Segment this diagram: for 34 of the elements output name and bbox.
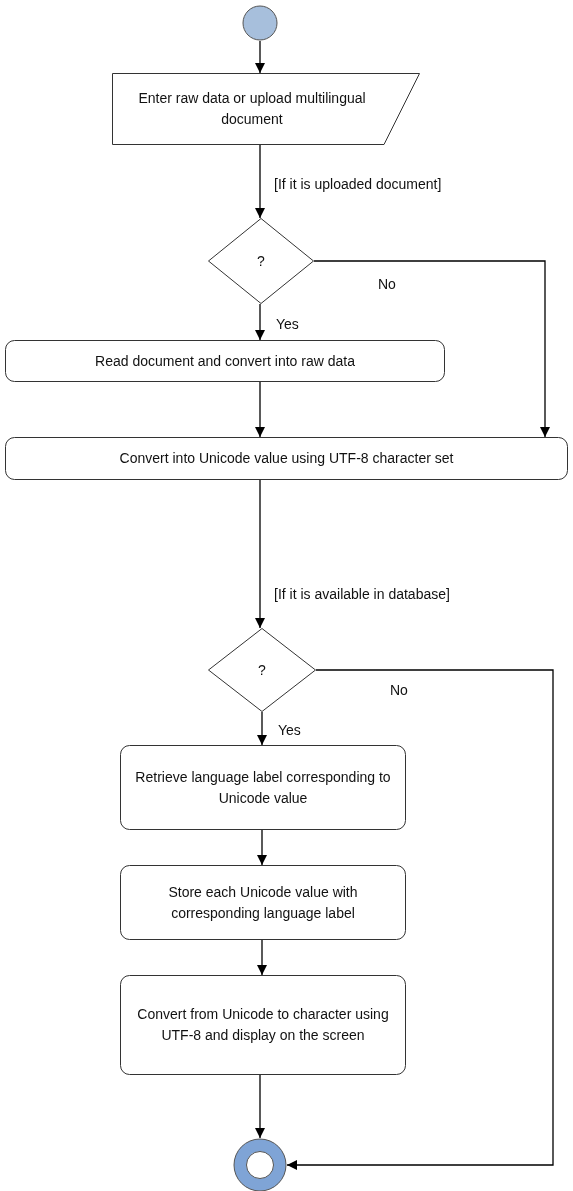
arrow xyxy=(255,1074,265,1139)
arrow xyxy=(257,829,267,866)
edge-label: No xyxy=(378,276,396,292)
arrow xyxy=(313,260,550,438)
step-text: Convert from Unicode to character using UTF-8 and display on the screen xyxy=(136,1005,390,1045)
arrow xyxy=(255,40,265,74)
process-box xyxy=(120,865,406,940)
arrow xyxy=(255,303,265,341)
decision-diamond xyxy=(208,218,314,304)
input-parallelogram xyxy=(112,73,420,145)
edge-label: Yes xyxy=(278,722,301,738)
edge-label: Yes xyxy=(276,316,299,332)
arrow xyxy=(255,381,265,438)
step-text: Retrieve language label corresponding to Unicode value xyxy=(134,767,392,808)
step-text: Read document and convert into raw data xyxy=(94,351,356,371)
decision-label: ? xyxy=(257,660,267,680)
edge-label: No xyxy=(390,682,408,698)
arrow xyxy=(257,939,267,976)
decision-label: ? xyxy=(256,251,266,271)
process-box xyxy=(120,975,406,1075)
process-box xyxy=(120,745,406,830)
decision-diamond xyxy=(208,628,316,712)
process-box xyxy=(5,340,445,382)
step-text: Enter raw data or upload multilingual document xyxy=(137,89,367,129)
start-circle xyxy=(242,5,278,41)
edge-label: [If it is available in database] xyxy=(274,586,450,602)
step-text: Convert into Unicode value using UTF-8 character set xyxy=(118,449,455,468)
arrow xyxy=(257,711,267,746)
step-text: Store each Unicode value with corresponding language label xyxy=(167,882,359,923)
arrow xyxy=(286,669,554,1170)
edge-label: [If it is uploaded document] xyxy=(274,176,442,192)
arrow xyxy=(255,144,265,219)
arrow xyxy=(255,479,265,629)
process-box xyxy=(5,437,568,480)
